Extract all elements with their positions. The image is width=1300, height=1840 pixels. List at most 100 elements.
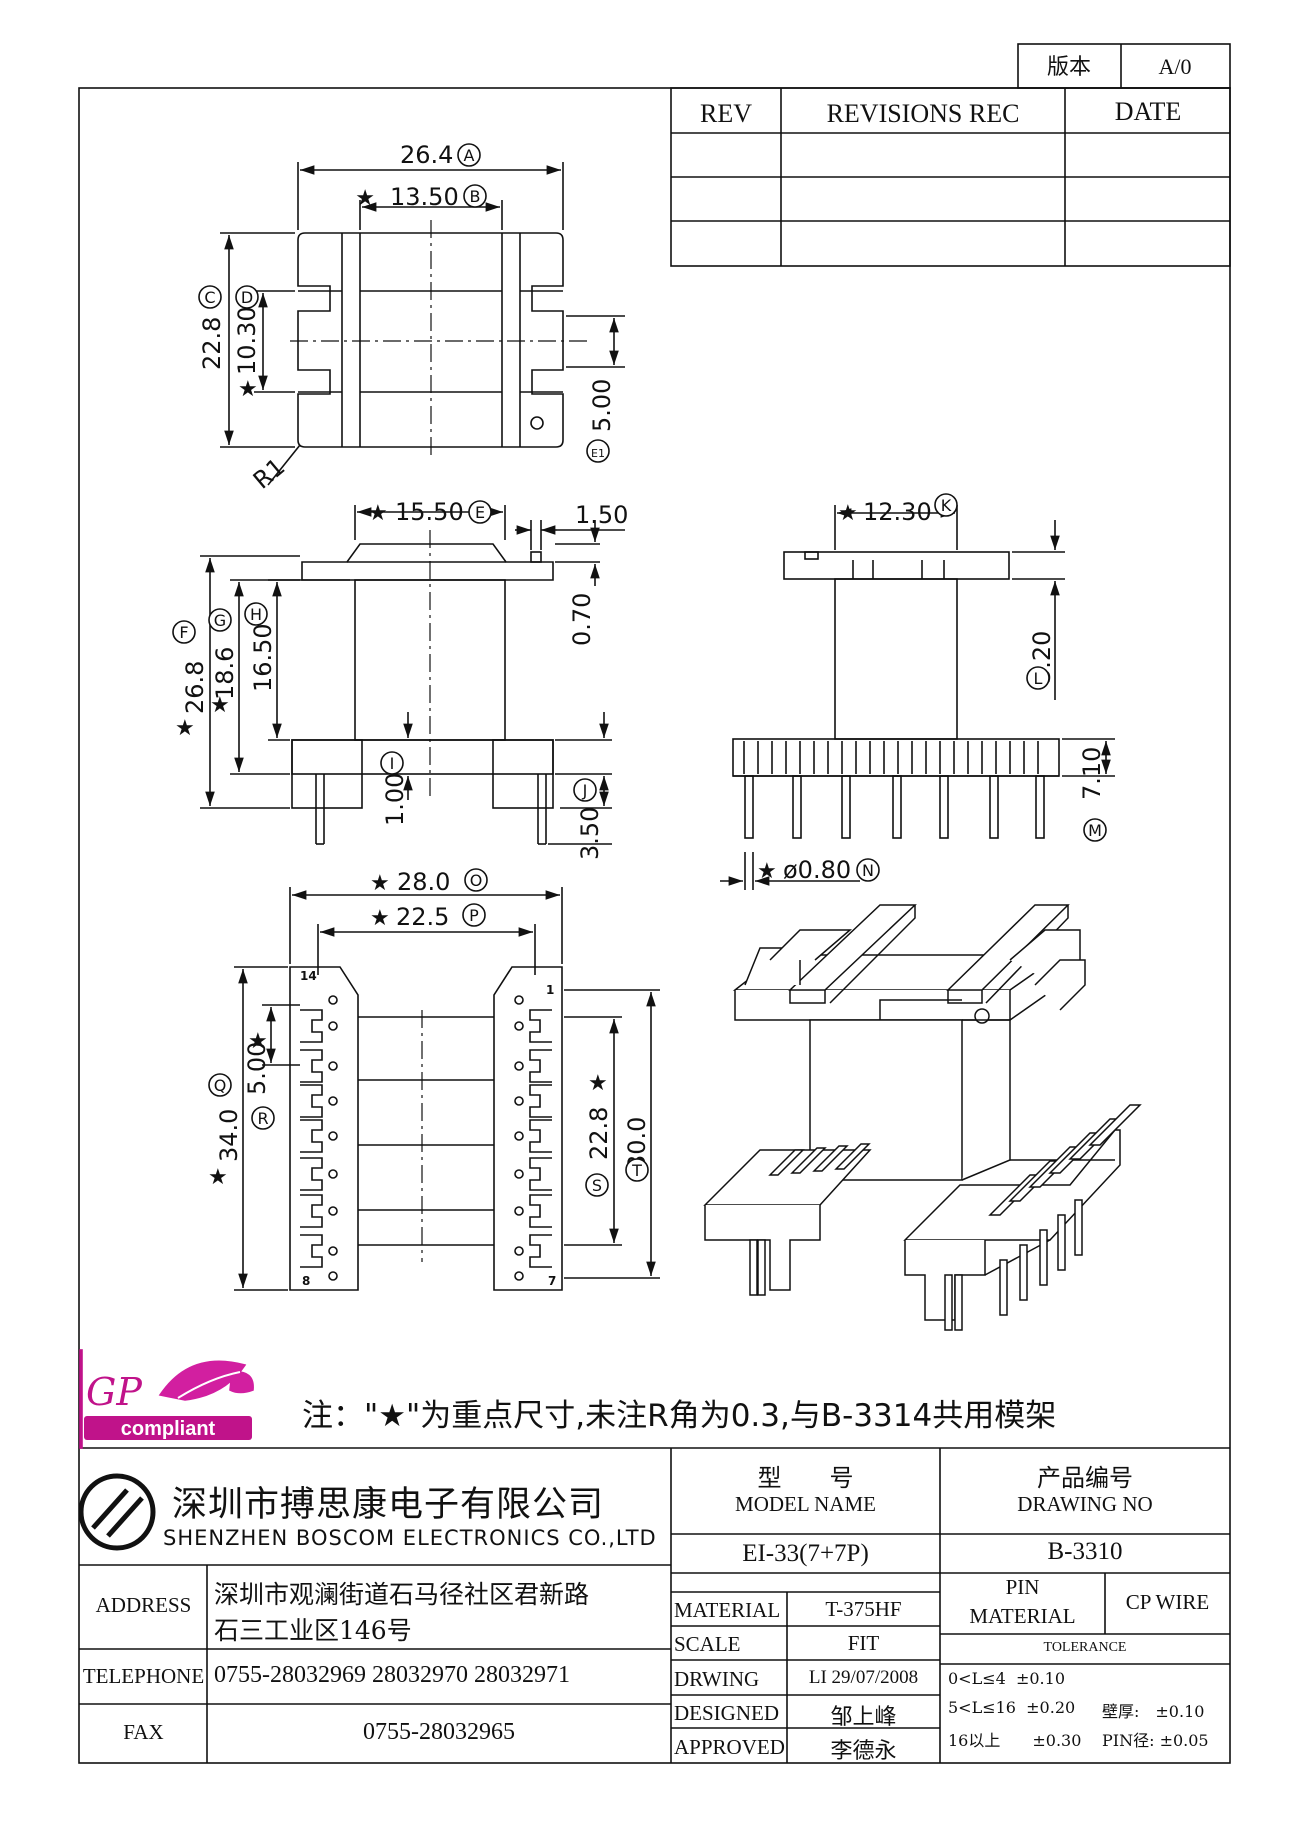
scale-value: FIT: [847, 1631, 880, 1655]
model-label-cn: 型 号: [757, 1464, 854, 1492]
bottom-left-slots: [300, 995, 338, 1281]
circle-label-text-E1: E1: [591, 447, 605, 460]
telephone-label: TELEPHONE: [82, 1664, 205, 1688]
slot: [300, 1234, 323, 1268]
circle-label-O: [464, 868, 488, 892]
drawing-number-value: B-3310: [1047, 1538, 1123, 1565]
slot: [529, 1234, 552, 1268]
circle-label-T: [625, 1158, 649, 1182]
pin-hole: [514, 1246, 524, 1256]
circle-label-text-H: H: [250, 605, 262, 624]
pin-hole: [328, 1206, 338, 1216]
iso-pin: [1074, 1199, 1083, 1256]
drawing-frame: [78, 87, 1231, 1764]
pin-label: PIN: [1005, 1575, 1040, 1599]
pin-number-1: 1: [546, 983, 554, 997]
model-label-en: MODEL NAME: [735, 1492, 876, 1516]
circle-label-text-G: G: [214, 611, 226, 630]
iso-fin: [768, 1149, 805, 1176]
circle-label-text-B: B: [470, 187, 481, 206]
dim-D-value: 10.30: [233, 306, 261, 375]
circle-label-text-F: F: [179, 623, 188, 642]
slot: [529, 1119, 552, 1153]
designed-value: 邹上峰: [830, 1705, 897, 1730]
front-view: [200, 505, 625, 845]
dim-J-value: 3.50: [576, 807, 604, 860]
top-view: [220, 162, 625, 486]
circle-label-L: [1026, 666, 1050, 690]
slot: [529, 1157, 552, 1191]
key-star-icon: ★: [370, 871, 390, 896]
dim-M-value: 7.10: [1078, 747, 1106, 800]
revisions-rec-header: REVISIONS REC: [827, 99, 1020, 128]
key-star-icon: ★: [588, 1071, 608, 1096]
key-star-icon: ★: [370, 906, 390, 931]
dim-S-value: 22.8: [585, 1107, 613, 1160]
circle-label-J: [573, 778, 597, 802]
pin: [1035, 775, 1045, 839]
slot: [529, 1194, 552, 1228]
revisions-table: REV REVISIONS REC DATE: [670, 87, 1231, 267]
dim-G-value: 18.6: [211, 647, 239, 700]
wall-tolerance: 壁厚: ±0.10: [1102, 1702, 1205, 1721]
circle-label-D: [235, 285, 259, 309]
version-box: 版本 A/0: [1017, 43, 1231, 89]
circle-label-text-L: L: [1034, 669, 1043, 688]
pin-hole: [328, 1021, 338, 1031]
drwing-label: DRWING: [674, 1667, 760, 1691]
address-label: ADDRESS: [95, 1593, 192, 1617]
pin-hole: [514, 1271, 524, 1281]
dim-E-value: 15.50: [395, 498, 464, 526]
circle-label-C: [198, 285, 222, 309]
tolerance-row-1: 0<L≤4 ±0.10: [948, 1669, 1065, 1688]
key-star-icon: ★: [208, 1165, 228, 1190]
approved-value: 李德永: [830, 1739, 897, 1764]
bottom-bars: [358, 1016, 494, 1246]
iso-fin: [1088, 1104, 1142, 1146]
rev-header: REV: [700, 99, 752, 128]
drwing-value: LI 29/07/2008: [808, 1667, 919, 1688]
pin-number-8: 8: [302, 1274, 310, 1288]
key-star-icon: ★: [757, 859, 777, 884]
circle-label-H: [244, 602, 268, 626]
side-fins: [743, 741, 1039, 774]
gp-compliant-logo: GP compliant: [79, 1349, 254, 1449]
circle-label-text-D: D: [241, 288, 253, 307]
company-logo: [78, 1473, 156, 1551]
gp-logo-text: GP: [86, 1370, 143, 1414]
isometric-fins: [768, 1104, 1142, 1216]
approved-label: APPROVED: [674, 1735, 785, 1759]
iso-fin: [834, 1143, 871, 1170]
iso-fin: [812, 1145, 849, 1172]
version-value: A/0: [1159, 54, 1192, 79]
circle-label-N: [856, 858, 880, 882]
pin-hole: [514, 1061, 524, 1071]
bottom-view: [234, 887, 660, 1291]
circle-label-text-O: O: [470, 871, 483, 890]
slot: [529, 1049, 552, 1083]
model-value: EI-33(7+7P): [742, 1540, 869, 1567]
tolerance-label: TOLERANCE: [1043, 1640, 1127, 1655]
circle-label-text-C: C: [204, 288, 215, 307]
circle-label-G: [208, 608, 232, 632]
circle-label-S: [585, 1173, 609, 1197]
iso-pin: [1039, 1229, 1048, 1286]
iso-fin: [790, 1147, 827, 1174]
company-name-cn: 深圳市搏思康电子有限公司: [172, 1485, 605, 1525]
pin: [989, 775, 999, 839]
circle-label-text-N: N: [862, 861, 874, 880]
slot: [300, 1194, 323, 1228]
dim-K-value: 12.30: [863, 498, 932, 526]
version-label: 版本: [1047, 54, 1091, 79]
circle-label-I: [380, 751, 404, 775]
iso-pin: [954, 1274, 963, 1331]
date-header: DATE: [1115, 97, 1181, 126]
circle-label-B: [463, 184, 487, 208]
dim-radius-value: R1: [248, 453, 290, 495]
dim-A-value: 26.4: [400, 141, 453, 169]
slot: [529, 1009, 552, 1043]
circle-label-text-I: I: [390, 754, 395, 773]
circle-label-R: [251, 1106, 275, 1130]
dim-C-value: 22.8: [198, 317, 226, 370]
